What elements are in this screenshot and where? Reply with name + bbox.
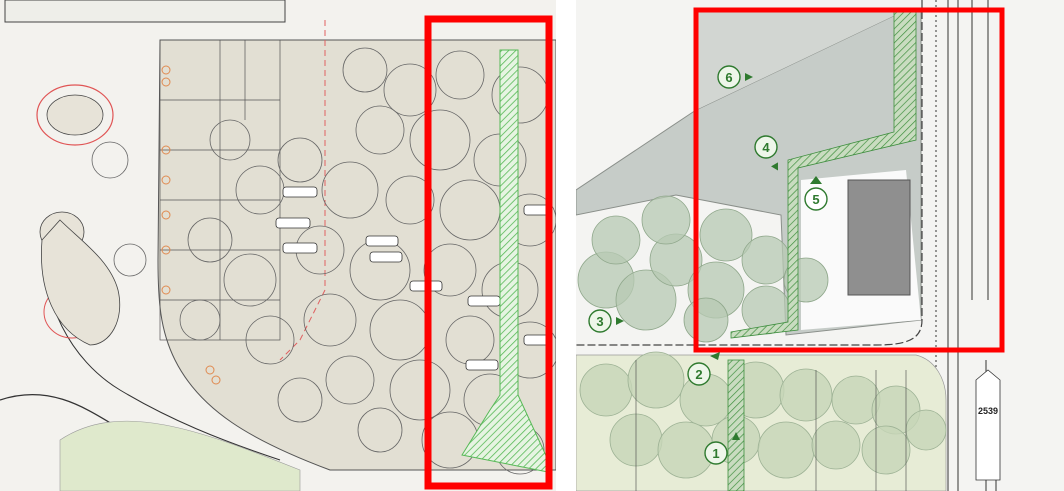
svg-text:4: 4	[762, 140, 770, 155]
highlight-box-right	[693, 7, 1005, 353]
building-top	[847, 179, 911, 296]
viewpoint-2: 2	[687, 352, 720, 386]
field-lines	[635, 360, 907, 491]
svg-text:6: 6	[725, 70, 732, 85]
building-strip	[4, 0, 286, 23]
svg-text:3: 3	[596, 314, 603, 329]
arrow-down-right-icon	[771, 162, 778, 171]
svg-text:1: 1	[712, 446, 719, 461]
site-plan-right: 2539 1 2 3 4 5 6	[576, 0, 1064, 491]
road-number: 2539	[978, 406, 998, 416]
viewpoint-4: 4	[754, 135, 778, 171]
viewpoint-5: 5	[804, 176, 828, 211]
green-strip	[59, 420, 301, 491]
viewpoint-3: 3	[588, 309, 624, 333]
site-area	[157, 39, 556, 471]
viewpoint-1: 1	[704, 432, 740, 465]
roundabouts	[36, 84, 120, 346]
arrow-up-icon	[732, 432, 740, 440]
arrow-up-icon	[810, 176, 822, 184]
site-plan-right-map: 2539 1 2 3 4 5 6	[576, 0, 1064, 491]
site-plan-left	[0, 0, 556, 491]
parking-grid	[159, 39, 281, 341]
parked-cars	[275, 186, 553, 371]
svg-text:5: 5	[812, 192, 819, 207]
viewpoint-6: 6	[717, 65, 753, 89]
plot-boundary	[576, 0, 923, 346]
site-plan-left-map	[0, 0, 556, 491]
bike-stands	[161, 65, 221, 385]
arrow-right-icon	[745, 73, 753, 81]
svg-text:2: 2	[695, 367, 702, 382]
hedge-strip-right	[730, 9, 917, 339]
hedge-path	[727, 359, 745, 491]
arrow-right-icon	[616, 317, 624, 325]
arrow-up-left-icon	[710, 352, 720, 360]
road-marker	[975, 369, 1001, 481]
tree-canopy-mid	[577, 195, 829, 343]
boundary-line	[279, 20, 326, 361]
highlight-box	[424, 15, 553, 490]
lot-upper	[696, 10, 906, 110]
